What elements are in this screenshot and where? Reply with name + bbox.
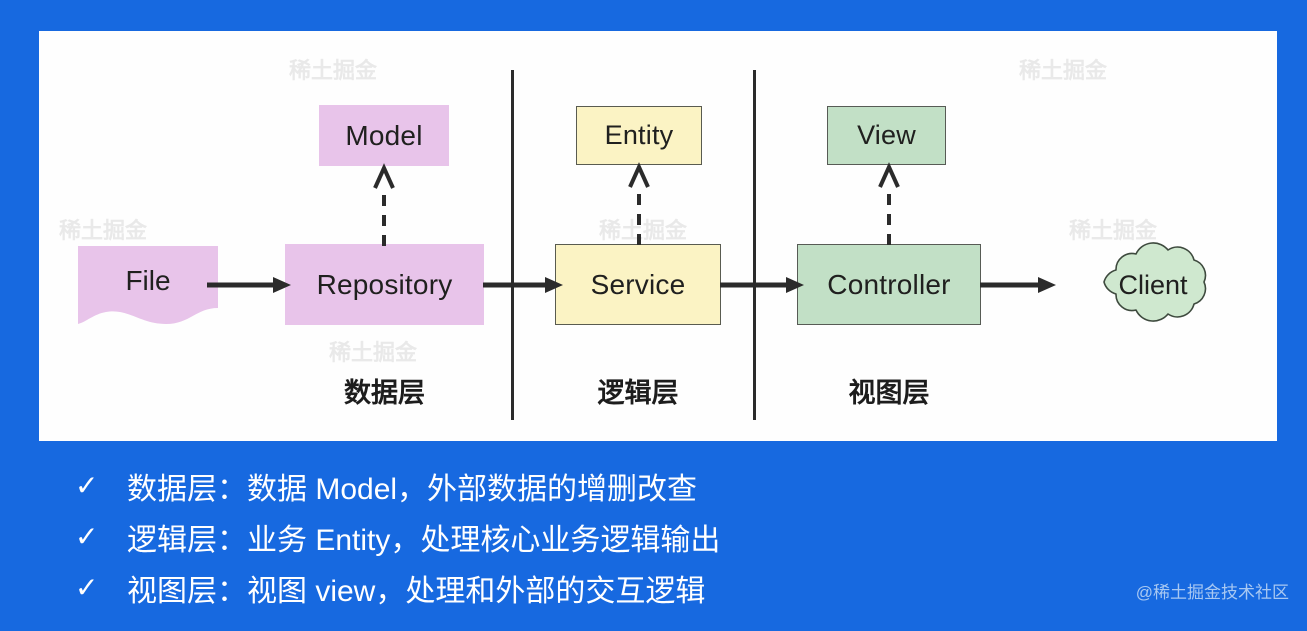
model-label: Model	[345, 119, 423, 151]
bullet-list: ✓ 数据层：数据 Model，外部数据的增删改查 ✓ 逻辑层：业务 Entity…	[75, 460, 1075, 613]
list-item-text: 视图层：视图 view，处理和外部的交互逻辑	[127, 574, 706, 608]
list-item: ✓ 视图层：视图 view，处理和外部的交互逻辑	[75, 562, 1075, 613]
entity-label: Entity	[604, 120, 674, 150]
arrow-controller-to-client	[980, 276, 1056, 294]
check-icon: ✓	[75, 470, 99, 501]
repository-node[interactable]: Repository	[285, 244, 484, 325]
arrow-repository-to-service	[483, 276, 563, 294]
layer-caption-logic: 逻辑层	[597, 378, 679, 408]
file-node[interactable]: File	[78, 246, 218, 327]
layer-caption-data: 数据层	[344, 378, 425, 408]
arrow-file-to-repository	[207, 276, 291, 294]
check-icon: ✓	[75, 521, 99, 552]
arrow-service-to-controller	[720, 276, 804, 294]
service-node[interactable]: Service	[555, 244, 721, 325]
model-node[interactable]: Model	[319, 105, 449, 166]
corner-watermark: @稀土掘金技术社区	[1135, 583, 1289, 602]
file-label: File	[125, 265, 171, 296]
watermark: 稀土掘金	[329, 340, 418, 365]
client-node[interactable]: Client	[1086, 240, 1220, 330]
check-icon: ✓	[75, 572, 99, 603]
watermark: 稀土掘金	[289, 58, 378, 83]
entity-node[interactable]: Entity	[576, 106, 702, 165]
diagram-panel: 稀土掘金 稀土掘金 稀土掘金 稀土掘金 稀土掘金 稀土掘金 File Model…	[39, 31, 1277, 441]
arrow-service-to-entity	[628, 162, 650, 245]
repository-label: Repository	[316, 268, 453, 300]
list-item-text: 逻辑层：业务 Entity，处理核心业务逻辑输出	[127, 523, 721, 557]
layer-divider-1	[511, 70, 514, 420]
arrow-repository-to-model	[373, 163, 395, 246]
watermark: 稀土掘金	[1019, 58, 1108, 83]
layer-divider-2	[753, 70, 756, 420]
view-node[interactable]: View	[827, 106, 946, 165]
arrow-controller-to-view	[878, 162, 900, 245]
view-label: View	[857, 120, 916, 150]
controller-node[interactable]: Controller	[797, 244, 981, 325]
watermark: 稀土掘金	[59, 218, 148, 243]
list-item: ✓ 逻辑层：业务 Entity，处理核心业务逻辑输出	[75, 511, 1075, 562]
list-item-text: 数据层：数据 Model，外部数据的增删改查	[127, 472, 698, 506]
list-item: ✓ 数据层：数据 Model，外部数据的增删改查	[75, 460, 1075, 511]
client-label: Client	[1118, 269, 1188, 300]
service-label: Service	[590, 268, 686, 300]
controller-label: Controller	[827, 268, 951, 300]
layer-caption-view: 视图层	[848, 378, 930, 408]
